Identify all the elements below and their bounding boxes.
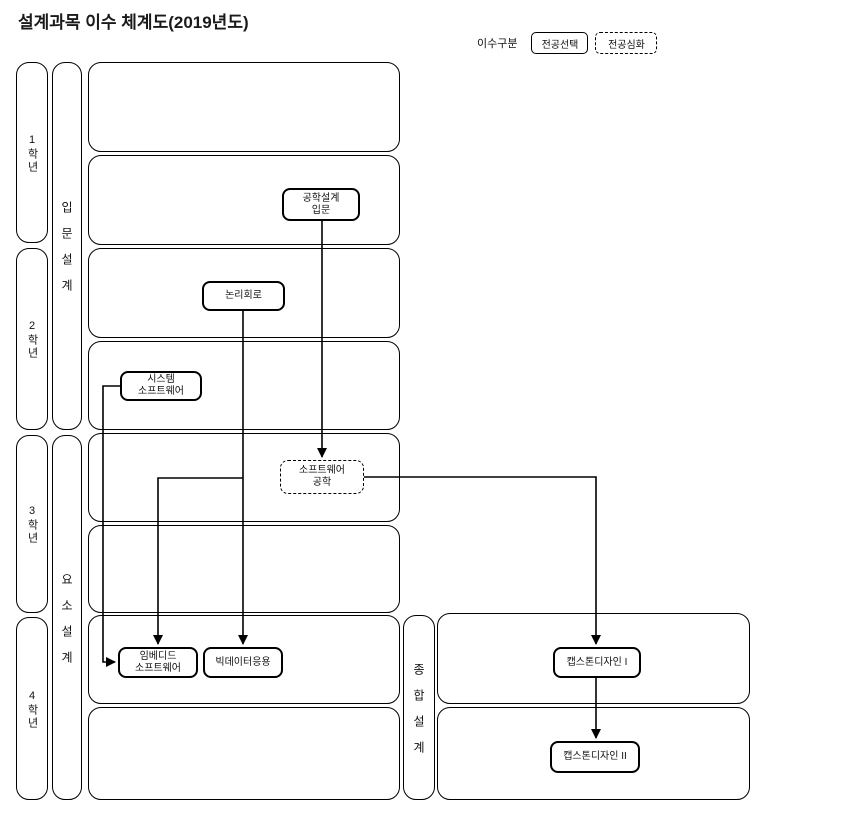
year-2-box: 2학년 <box>16 248 48 430</box>
year-4-box: 4학년 <box>16 617 48 800</box>
page-title: 설계과목 이수 체계도(2019년도) <box>18 13 249 32</box>
year-2-label: 2학년 <box>26 320 38 360</box>
course-software-engineering: 소프트웨어 공학 <box>280 460 364 494</box>
legend-label: 이수구분 <box>477 38 518 50</box>
phase-comprehensive-design-label: 종합설계 <box>411 662 426 767</box>
year-4-label: 4학년 <box>26 689 38 730</box>
phase-intro-design-box: 입문설계 <box>52 62 82 430</box>
legend: 이수구분 전공선택 전공심화 <box>477 32 658 54</box>
year-1-label: 1학년 <box>26 133 38 174</box>
course-embedded-software: 임베디드 소프트웨어 <box>118 647 198 678</box>
course-capstone-design-1: 캡스톤디자인 I <box>553 647 641 678</box>
phase-element-design-label: 요소설계 <box>59 572 74 677</box>
year-1-box: 1학년 <box>16 62 48 243</box>
phase-element-design-box: 요소설계 <box>52 435 82 800</box>
year-3-label: 3학년 <box>26 505 38 545</box>
phase-comprehensive-design-box: 종합설계 <box>403 615 435 800</box>
course-engineering-design-intro: 공학설계 입문 <box>282 188 360 221</box>
year-3-box: 3학년 <box>16 435 48 613</box>
semester-row-1 <box>88 62 400 152</box>
legend-item-major-elective: 전공선택 <box>531 32 589 54</box>
semester-row-8 <box>88 707 400 800</box>
course-capstone-design-2: 캡스톤디자인 II <box>550 741 640 773</box>
course-logic-circuits: 논리회로 <box>202 281 285 311</box>
phase-intro-design-label: 입문설계 <box>59 201 74 305</box>
semester-row-6 <box>88 525 400 613</box>
course-system-software: 시스템 소프트웨어 <box>120 371 202 401</box>
legend-item-major-intensive: 전공심화 <box>595 32 658 54</box>
course-bigdata-application: 빅데이터응용 <box>203 647 283 678</box>
